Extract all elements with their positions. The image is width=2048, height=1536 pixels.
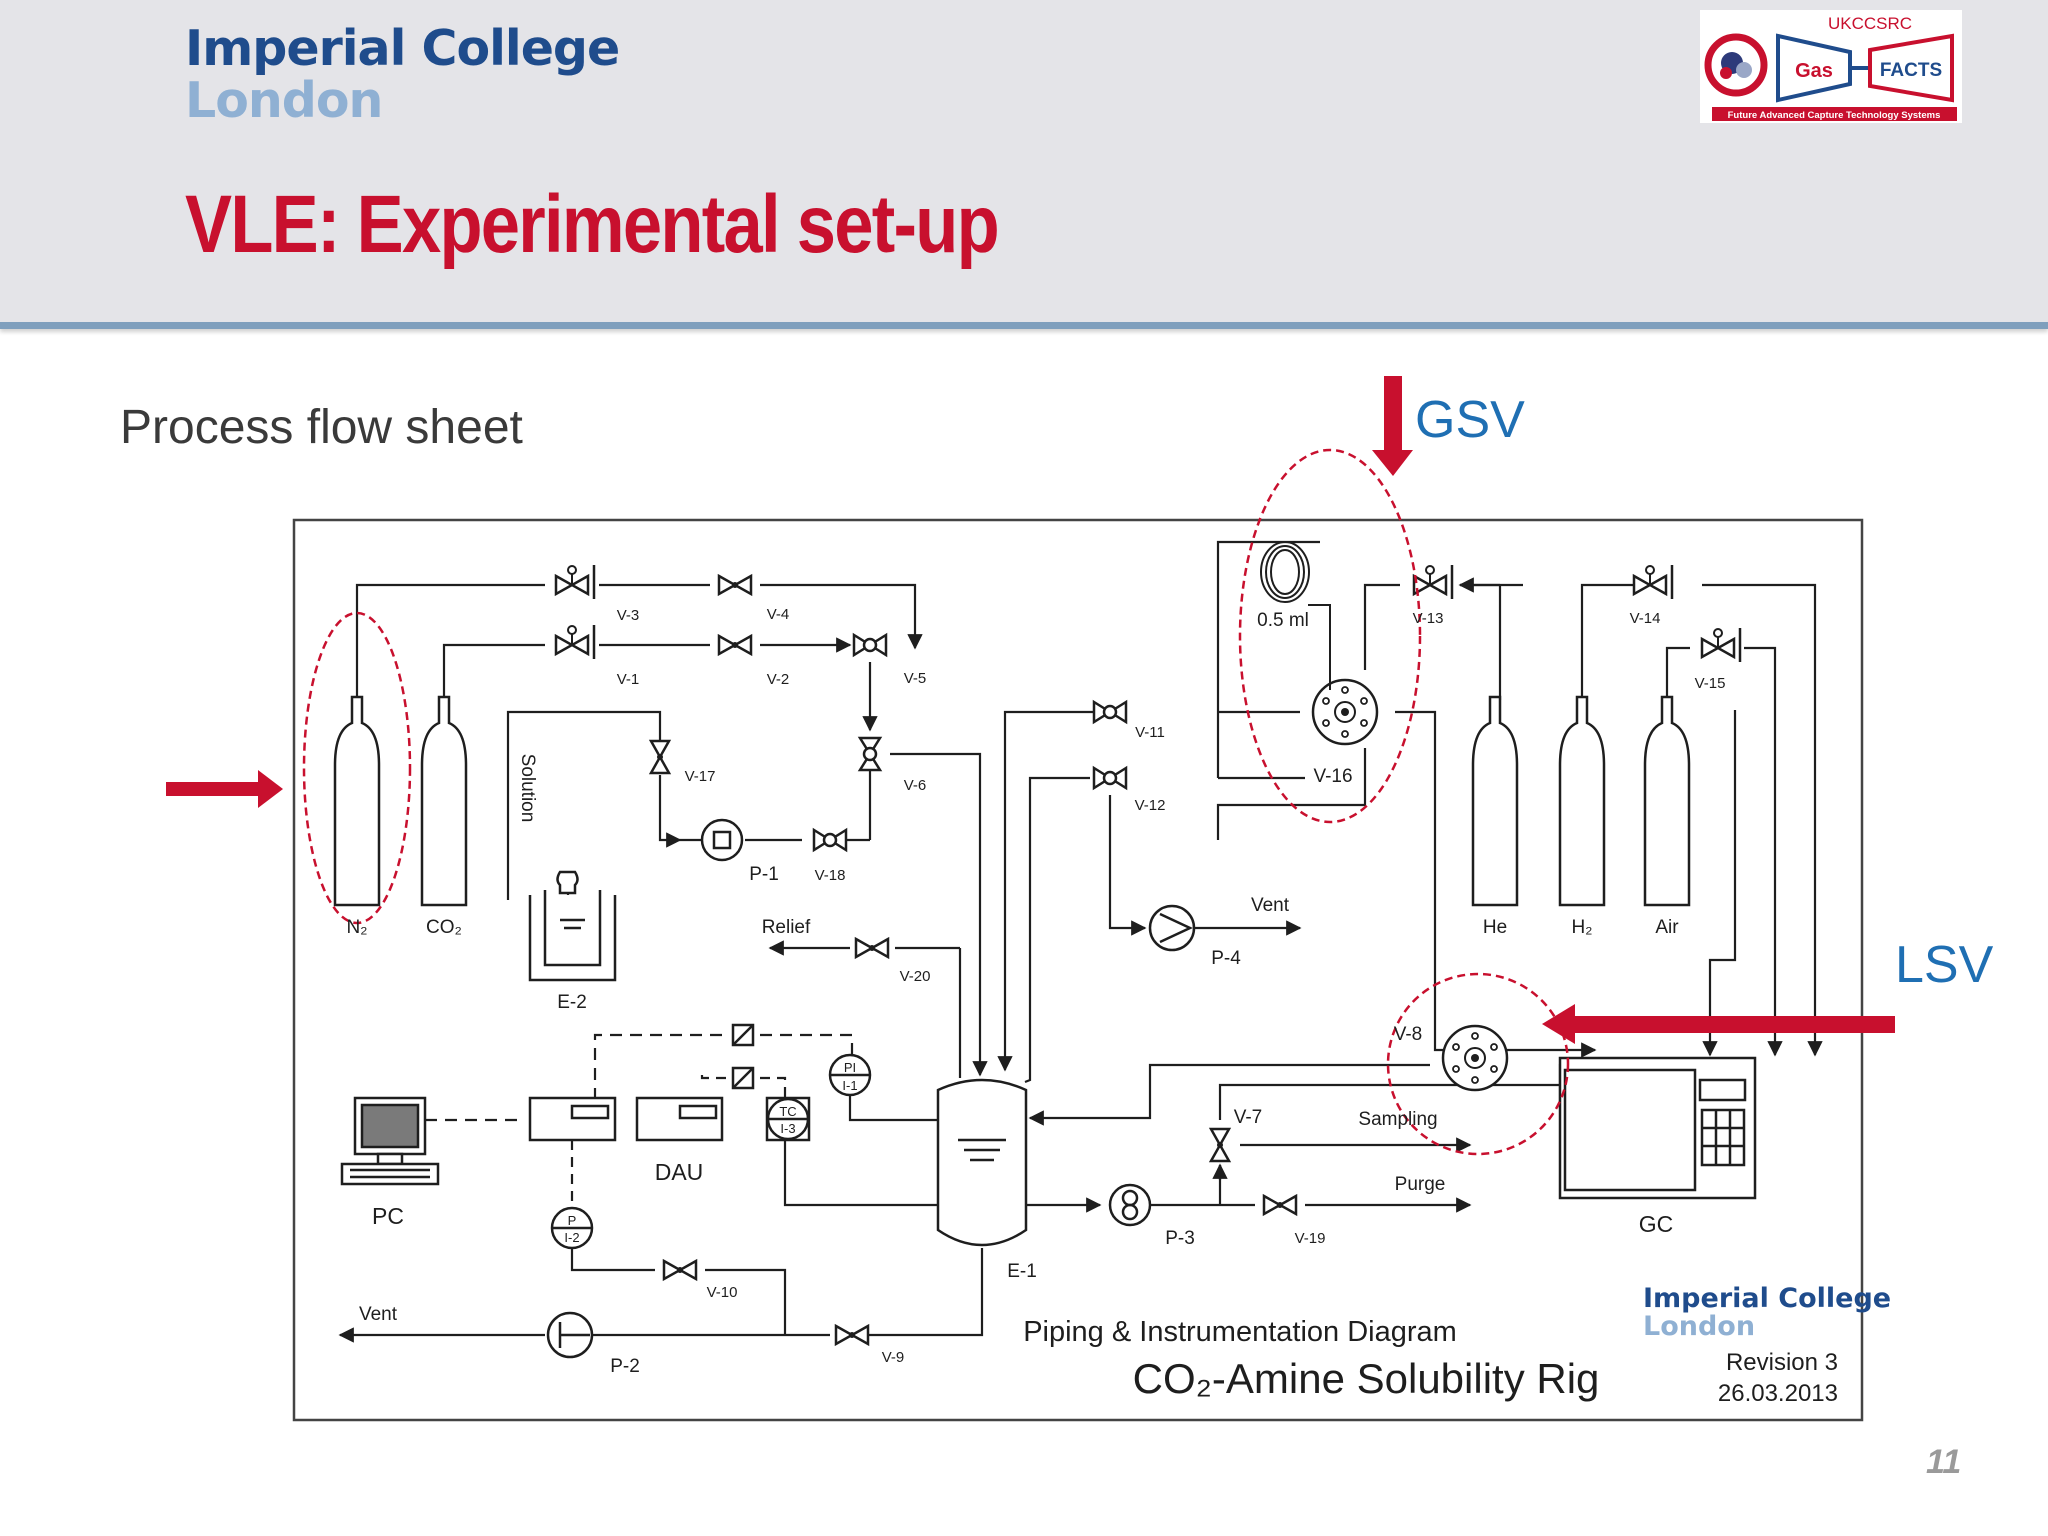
gc-icon	[1558, 1056, 1757, 1200]
logo-ring-icon	[1704, 33, 1768, 97]
label-p: P	[568, 1213, 577, 1228]
pid-revision: Revision 3	[1726, 1349, 1838, 1376]
label-loop-volume: 0.5 ml	[1257, 610, 1309, 631]
label-v14: V-14	[1630, 610, 1661, 627]
gas-facts-logo: UKCCSRC Gas FACTS Future Advanced Captur…	[1700, 10, 1962, 123]
label-p4: P-4	[1211, 948, 1241, 969]
label-v13: V-13	[1413, 610, 1444, 627]
label-v7: V-7	[1234, 1107, 1263, 1128]
label-v17: V-17	[685, 768, 716, 785]
label-p2: P-2	[610, 1356, 640, 1377]
label-sampling: Sampling	[1358, 1109, 1437, 1130]
slide-header: Imperial College London VLE: Experimenta…	[0, 0, 2048, 329]
gsv-arrow-icon	[1384, 376, 1402, 456]
label-v6: V-6	[904, 777, 927, 794]
slide-title: VLE: Experimental set-up	[185, 179, 1000, 270]
red-arrows	[166, 376, 1895, 1044]
imperial-logo-line1: Imperial College	[185, 20, 620, 77]
label-v16: V-16	[1313, 766, 1352, 787]
label-v8: V-8	[1394, 1024, 1423, 1045]
subtitle: Process flow sheet	[120, 401, 523, 454]
label-solution: Solution	[517, 754, 538, 823]
imperial-logo-line2: London	[185, 72, 383, 129]
label-pi: PI	[844, 1060, 856, 1075]
label-e1: E-1	[1007, 1261, 1037, 1282]
label-v2: V-2	[767, 671, 790, 688]
label-p3: P-3	[1165, 1228, 1195, 1249]
logo-tagline: Future Advanced Capture Technology Syste…	[1728, 110, 1941, 121]
label-n2: N₂	[346, 917, 367, 938]
logo-gas-text: Gas	[1795, 60, 1833, 82]
diagram-frame	[292, 518, 1864, 1422]
label-v5: V-5	[904, 670, 927, 687]
logo-box-right	[1868, 33, 1954, 103]
label-v15: V-15	[1695, 675, 1726, 692]
label-vent-lower: Vent	[359, 1304, 398, 1325]
label-relief: Relief	[762, 917, 811, 938]
sample-loop-coil	[1260, 541, 1331, 690]
label-v20: V-20	[900, 968, 931, 985]
pid-date: 26.03.2013	[1718, 1380, 1838, 1407]
label-he: He	[1483, 917, 1507, 938]
e1-vessel	[936, 1078, 1028, 1247]
pump-p4	[1148, 904, 1196, 952]
label-v4: V-4	[767, 606, 790, 623]
n2-arrow-icon	[166, 782, 262, 796]
logo-box-left	[1776, 33, 1852, 103]
label-v10: V-10	[707, 1284, 738, 1301]
lsv-arrow-icon	[1570, 1016, 1895, 1033]
label-e2: E-2	[557, 992, 587, 1013]
gsv-label: GSV	[1415, 391, 1525, 449]
label-pc: PC	[372, 1203, 404, 1229]
label-p1: P-1	[749, 864, 779, 885]
label-vent-upper: Vent	[1251, 895, 1290, 916]
label-v3: V-3	[617, 607, 640, 624]
label-v1: V-1	[617, 671, 640, 688]
label-v19: V-19	[1295, 1230, 1326, 1247]
pid-logo-line1: Imperial College	[1643, 1283, 1891, 1314]
label-h2: H₂	[1571, 917, 1592, 938]
lsv-highlight	[1386, 972, 1570, 1156]
label-i2: I-2	[564, 1230, 579, 1245]
gsv-highlight	[1238, 448, 1422, 824]
logo-facts-text: FACTS	[1880, 60, 1942, 81]
label-air: Air	[1655, 917, 1679, 938]
pid-title-line1: Piping & Instrumentation Diagram	[1023, 1316, 1457, 1348]
label-i1: I-1	[842, 1078, 857, 1093]
label-tc: TC	[779, 1104, 796, 1119]
label-v11: V-11	[1135, 724, 1165, 741]
label-dau: DAU	[655, 1159, 704, 1185]
label-v9: V-9	[882, 1349, 905, 1366]
lsv-label: LSV	[1895, 936, 1994, 994]
pc-icon	[340, 1096, 440, 1186]
pid-logo-line2: London	[1643, 1311, 1755, 1342]
label-gc: GC	[1639, 1211, 1674, 1237]
page-number: 11	[1926, 1443, 1962, 1481]
label-purge: Purge	[1395, 1174, 1446, 1195]
label-v18: V-18	[815, 867, 846, 884]
label-co2: CO₂	[426, 917, 462, 938]
logo-ukccsrc: UKCCSRC	[1828, 14, 1912, 33]
e2-bath	[528, 870, 617, 982]
n2-highlight	[302, 611, 412, 925]
label-i3: I-3	[780, 1121, 795, 1136]
label-v12: V-12	[1135, 797, 1166, 814]
pid-title-line2: CO₂-Amine Solubility Rig	[1133, 1355, 1600, 1402]
